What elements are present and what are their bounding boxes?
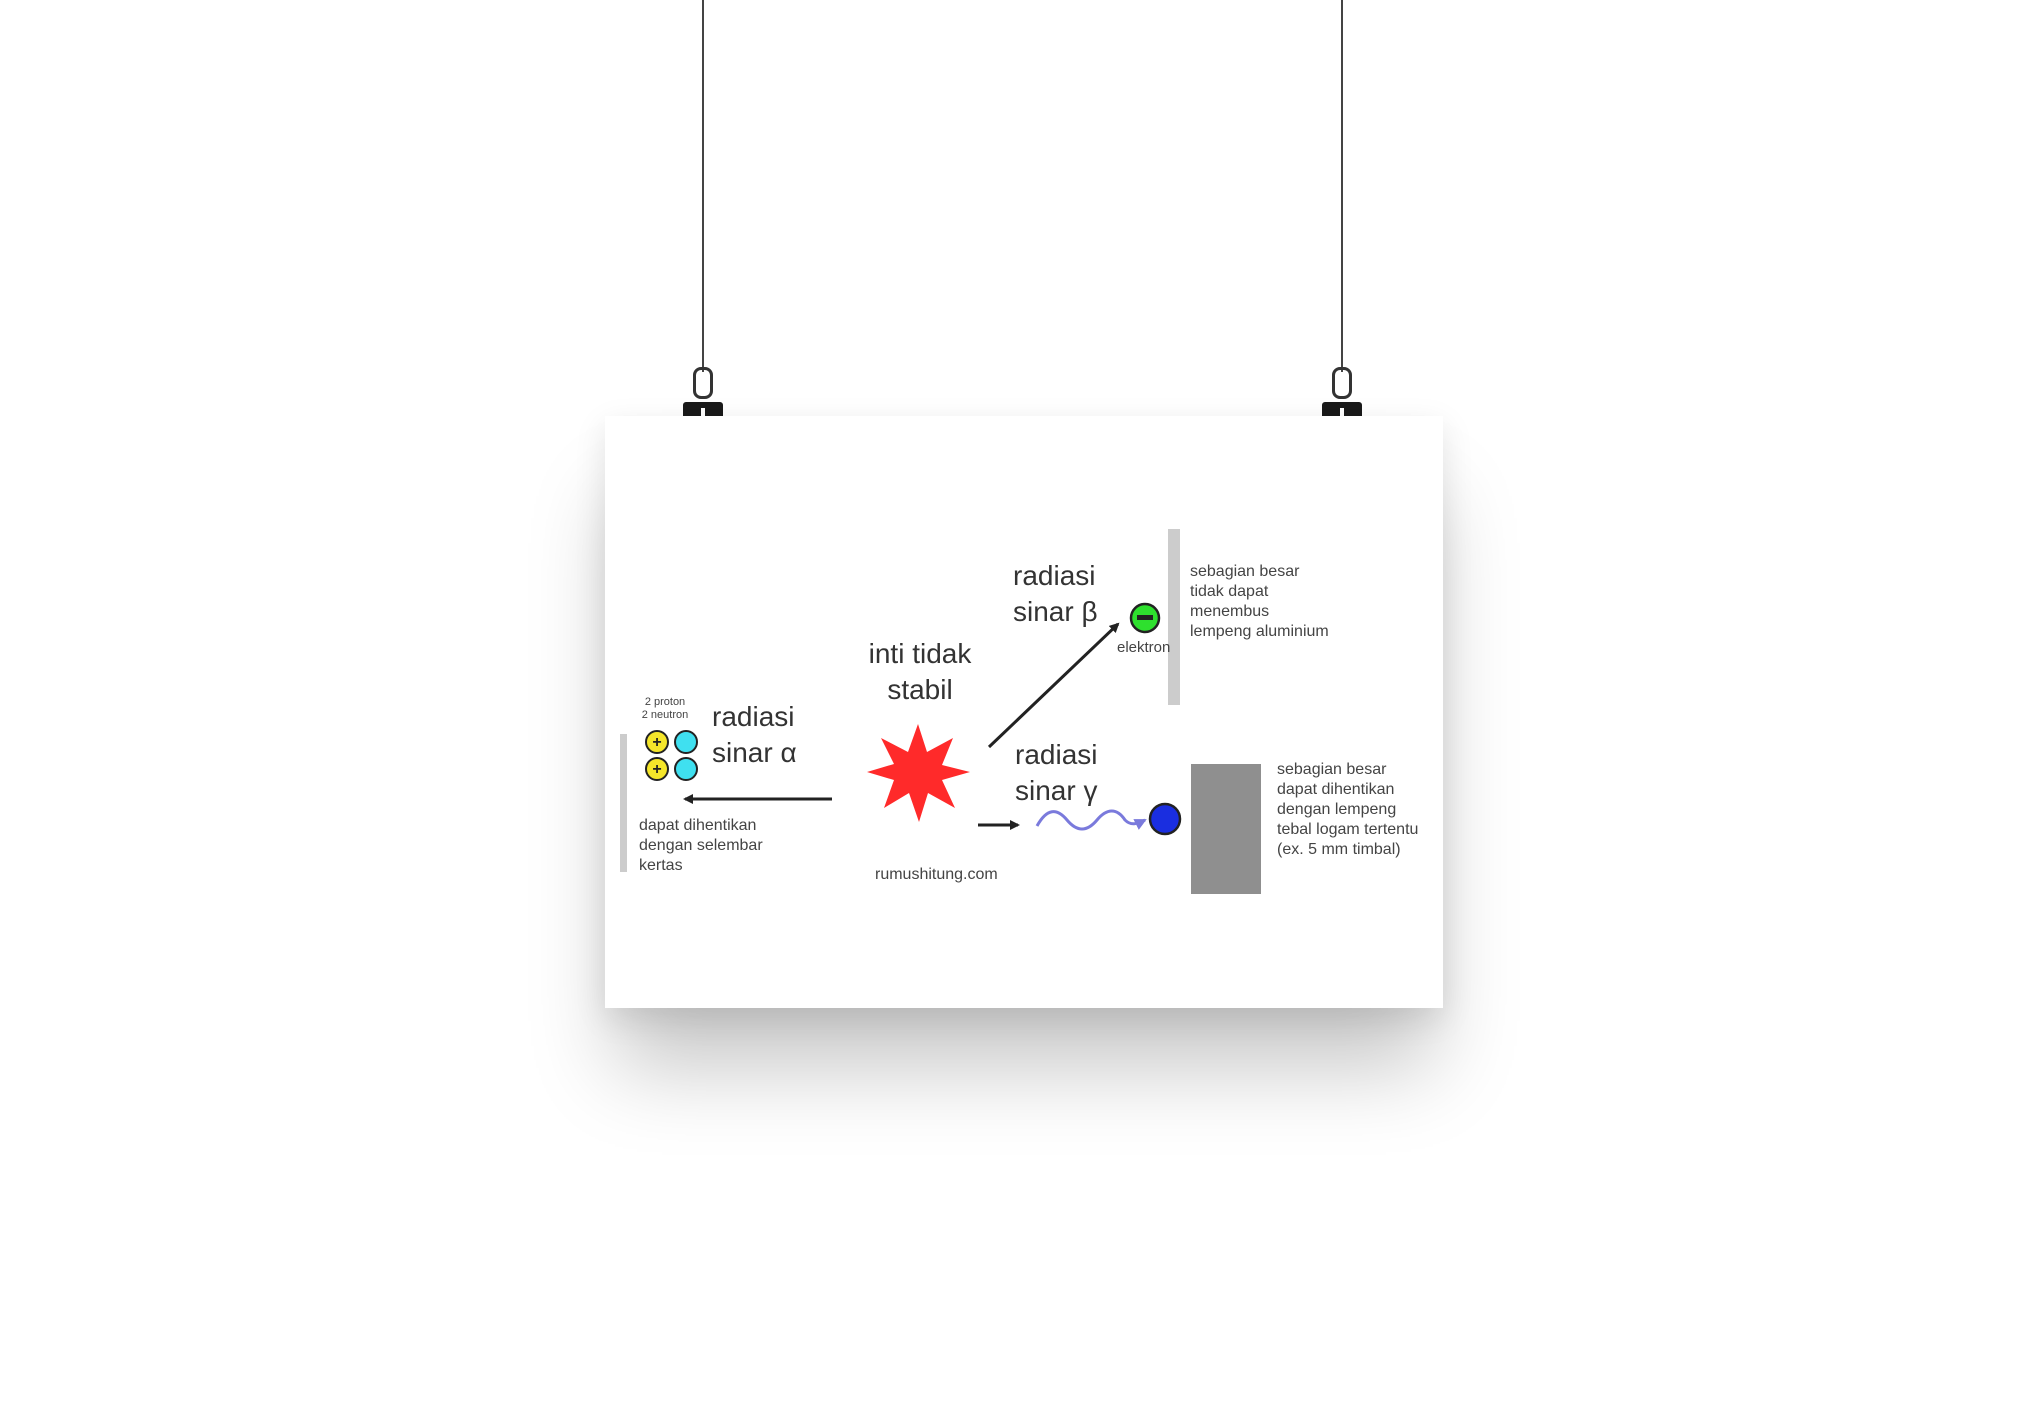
gamma-note: sebagian besar dapat dihentikan dengan l… [1277,760,1418,860]
beta-note-line3: menembus [1190,603,1270,620]
alpha-label-line2: sinar α [712,737,797,768]
gamma-wave [1035,809,1147,831]
beta-arrow [987,622,1120,749]
watermark: rumushitung.com [875,866,998,883]
alpha-note-line2: dengan selembar [639,837,763,854]
alpha-note: dapat dihentikan dengan selembar kertas [639,816,763,876]
unstable-nucleus-icon [867,724,970,822]
gamma-label-line1: radiasi [1015,739,1098,770]
svg-text:+: + [652,734,661,751]
gamma-label: radiasi sinar γ [1015,737,1097,809]
aluminium-barrier [1168,529,1180,705]
paper-barrier [620,734,627,872]
beta-label-line1: radiasi [1013,560,1096,591]
poster: + + inti ti [605,416,1443,1008]
electron-label: elektron [1117,639,1171,656]
electron-icon [1129,602,1161,634]
lead-block [1191,764,1261,894]
gamma-photon-icon [1148,802,1182,836]
gamma-note-line1: sebagian besar [1277,761,1387,778]
radiation-diagram: + + inti ti [605,416,1443,1008]
alpha-label: radiasi sinar α [712,699,797,771]
alpha-note-line1: dapat dihentikan [639,817,757,834]
gamma-label-line2: sinar γ [1015,775,1098,806]
center-label-line1: inti tidak [868,638,972,669]
gamma-note-line3: dengan lempeng [1277,801,1397,818]
gamma-note-line5: (ex. 5 mm timbal) [1277,841,1401,858]
diagram-graphics: + + [620,529,1261,894]
hanging-string-right [1341,0,1343,372]
center-label-line2: stabil [887,674,953,705]
beta-note-line4: lempeng aluminium [1190,623,1329,640]
svg-text:+: + [652,761,661,778]
alpha-particle-caption: 2 proton 2 neutron [637,696,693,722]
alpha-particle-caption-line2: 2 neutron [641,709,689,721]
beta-note-line2: tidak dapat [1190,583,1269,600]
alpha-particle-icon: + + [645,730,698,781]
gamma-note-line4: tebal logam tertentu [1277,821,1419,838]
beta-note-line1: sebagian besar [1190,563,1300,580]
gamma-note-line2: dapat dihentikan [1277,781,1395,798]
alpha-label-line1: radiasi [712,701,795,732]
hanging-string-left [702,0,704,372]
center-label: inti tidak stabil [855,636,985,708]
alpha-note-line3: kertas [639,857,683,874]
beta-label-line2: sinar β [1013,596,1098,627]
beta-note: sebagian besar tidak dapat menembus lemp… [1190,562,1329,642]
alpha-particle-caption-line1: 2 proton [644,696,686,708]
beta-label: radiasi sinar β [1013,558,1098,630]
